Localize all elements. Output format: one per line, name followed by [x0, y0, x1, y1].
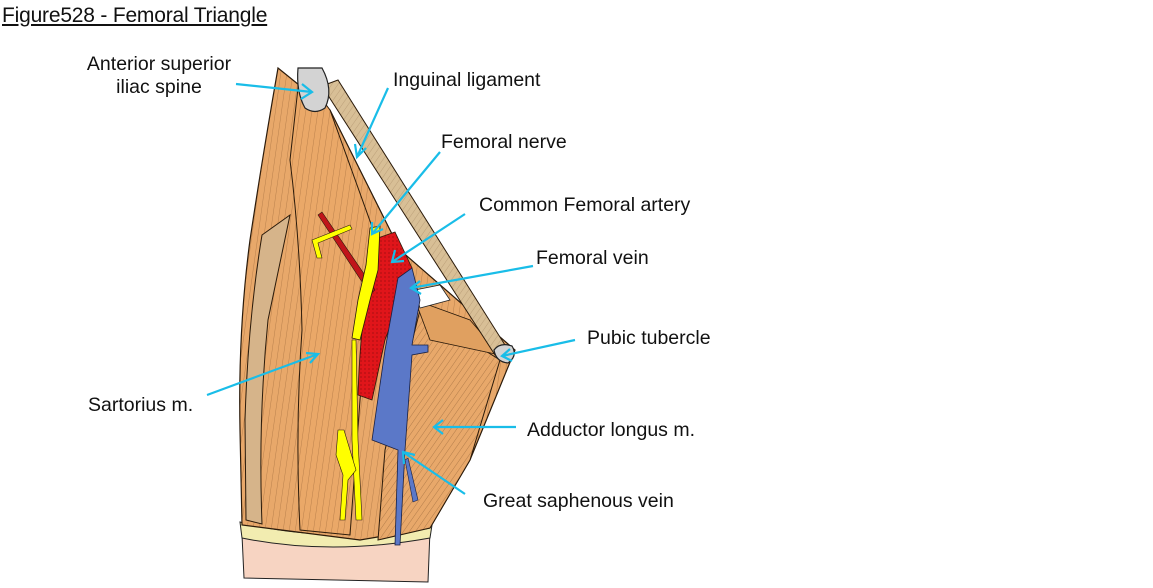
label-asis: Anterior superior iliac spine — [74, 53, 244, 99]
arrowhead-artery — [390, 249, 405, 264]
label-femoral-vein: Femoral vein — [536, 247, 649, 269]
femoral-nerve — [351, 225, 381, 341]
saphenous-tributary — [404, 457, 419, 503]
leader-saphenous — [402, 451, 466, 495]
arrowhead-sartorius — [305, 351, 321, 364]
leader-nerve — [371, 151, 441, 235]
arrowhead-vein — [409, 280, 422, 295]
arrowhead-inguinal — [353, 143, 367, 160]
arrowhead-nerve — [370, 222, 384, 236]
label-great-saphenous-vein: Great saphenous vein — [483, 490, 674, 512]
label-pubic-tubercle: Pubic tubercle — [587, 327, 711, 349]
leader-artery — [391, 213, 466, 263]
nerve-branch-1 — [311, 224, 353, 259]
leader-vein — [410, 264, 534, 290]
label-inguinal-ligament: Inguinal ligament — [393, 69, 541, 91]
label-asis-line1: Anterior superior — [86, 53, 232, 75]
leader-inguinal — [355, 87, 390, 158]
arrowhead-pubic — [500, 348, 513, 362]
label-common-femoral-artery: Common Femoral artery — [479, 194, 691, 216]
leader-asis — [235, 82, 313, 94]
leader-pubic — [501, 338, 576, 358]
arrowhead-saphenous — [401, 450, 416, 465]
nerve-branch-3 — [335, 429, 357, 521]
vastus-lateralis — [244, 213, 291, 525]
arrowhead-asis — [300, 83, 314, 100]
label-femoral-nerve: Femoral nerve — [441, 131, 567, 153]
nerve-branch-2 — [351, 339, 363, 521]
label-asis-line2: iliac spine — [116, 76, 202, 98]
label-sartorius: Sartorius m. — [88, 394, 194, 416]
label-adductor-longus: Adductor longus m. — [527, 419, 696, 441]
figure-title: Figure528 - Femoral Triangle — [2, 4, 268, 27]
leader-sartorius — [206, 352, 319, 397]
inguinal-ligament-shading — [322, 80, 505, 355]
femoral-vein — [371, 267, 429, 546]
leader-lines — [206, 82, 576, 495]
arrowhead-adductor — [432, 419, 444, 435]
